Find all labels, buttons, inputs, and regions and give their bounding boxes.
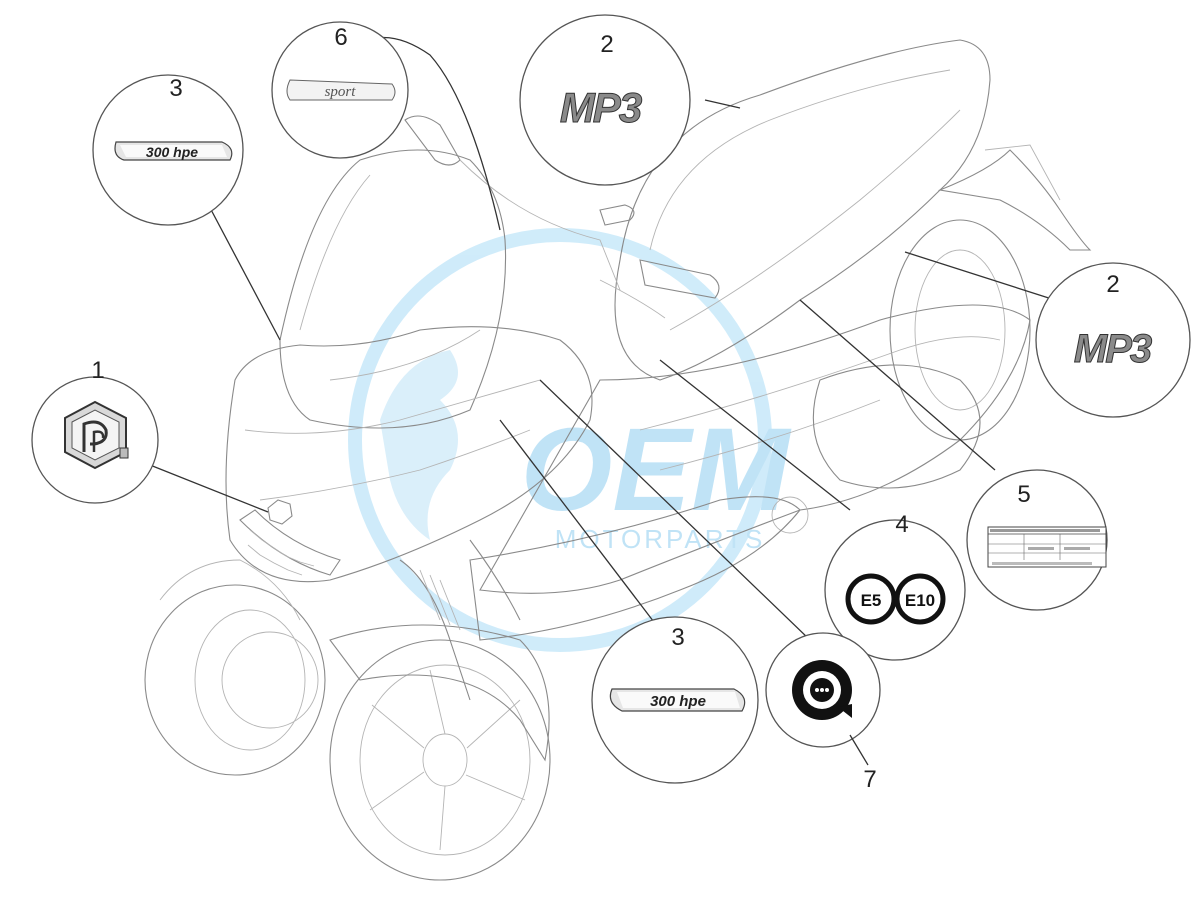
info-label-icon	[792, 660, 852, 720]
sport-text: sport	[325, 84, 357, 100]
floorboard	[469, 496, 801, 641]
callout-2-top-bubble	[519, 14, 691, 186]
watermark-subtitle: MOTORPARTS	[555, 524, 766, 554]
tail-section	[937, 149, 1092, 251]
mp3-text-top: MP3	[560, 84, 642, 131]
e10-badge-ring	[894, 573, 946, 625]
callout-3-bottom-number: 3	[671, 624, 684, 651]
rear-wheel	[889, 219, 1031, 441]
callout-2-side-bubble	[1035, 262, 1191, 418]
windshield	[279, 149, 507, 429]
callout-3-top[interactable]: 3 300 hpe	[92, 74, 244, 226]
watermark-globe-continents	[380, 350, 458, 540]
callout-4[interactable]: 4 E5 E10	[824, 511, 966, 661]
300-hpe-text-top: 300 hpe	[146, 144, 198, 160]
engine-block	[812, 364, 981, 489]
callout-6[interactable]: 6 sport	[271, 21, 409, 159]
right-mirror	[599, 204, 635, 226]
wheel-spokes	[369, 669, 526, 851]
callout-3-top-number: 3	[169, 75, 182, 102]
tyre-pressure-table	[987, 526, 1107, 568]
left-mirror	[404, 115, 461, 166]
callout-2-side-number: 2	[1106, 271, 1119, 298]
handlebar-grip	[639, 259, 720, 299]
callout-5[interactable]: 5	[966, 469, 1108, 611]
grille-pattern	[247, 529, 315, 576]
front-fairing	[225, 326, 593, 583]
e10-badge-text: E10	[905, 591, 935, 610]
callout-2-side[interactable]: 2 MP3	[1035, 262, 1191, 418]
watermark-brand: OEM	[521, 404, 792, 536]
mp3-text-side: MP3	[1074, 327, 1152, 371]
300-hpe-badge-top: 300 hpe	[114, 141, 233, 161]
300-hpe-text-bottom: 300 hpe	[650, 693, 706, 710]
mp3-badge-top: MP3	[559, 84, 644, 132]
piaggio-emblem-icon	[64, 400, 129, 470]
e5-badge-ring	[845, 573, 897, 625]
sport-badge: sport	[286, 79, 396, 101]
callout-2-top[interactable]: 2 MP3	[519, 14, 691, 186]
callout-2-top-number: 2	[600, 31, 613, 58]
callout-7-number: 7	[863, 766, 876, 793]
callout-4-bubble	[824, 519, 966, 661]
leader-lines	[149, 36, 1056, 641]
callout-1-number: 1	[91, 357, 104, 384]
front-right-wheel	[329, 639, 551, 881]
callout-7-leader	[849, 734, 869, 766]
scooter-illustration	[144, 39, 1092, 881]
300-hpe-badge-bottom: 300 hpe	[609, 688, 746, 712]
callout-4-number: 4	[895, 511, 908, 538]
front-left-wheel	[144, 584, 326, 776]
fuel-label-badge: E5 E10	[845, 573, 946, 625]
front-fender	[329, 624, 550, 762]
callout-1[interactable]: 1	[31, 357, 159, 504]
callout-3-bottom[interactable]: 3 300 hpe	[591, 616, 759, 784]
callout-7[interactable]: 7	[765, 632, 881, 793]
mp3-badge-side: MP3	[1073, 327, 1154, 372]
callout-6-number: 6	[334, 24, 347, 51]
e5-badge-text: E5	[861, 591, 882, 610]
brake-disc	[221, 631, 319, 729]
watermark-globe	[348, 228, 772, 652]
headlight-grille	[239, 509, 341, 576]
callout-5-number: 5	[1017, 481, 1030, 508]
fairing-emblem	[267, 499, 293, 525]
